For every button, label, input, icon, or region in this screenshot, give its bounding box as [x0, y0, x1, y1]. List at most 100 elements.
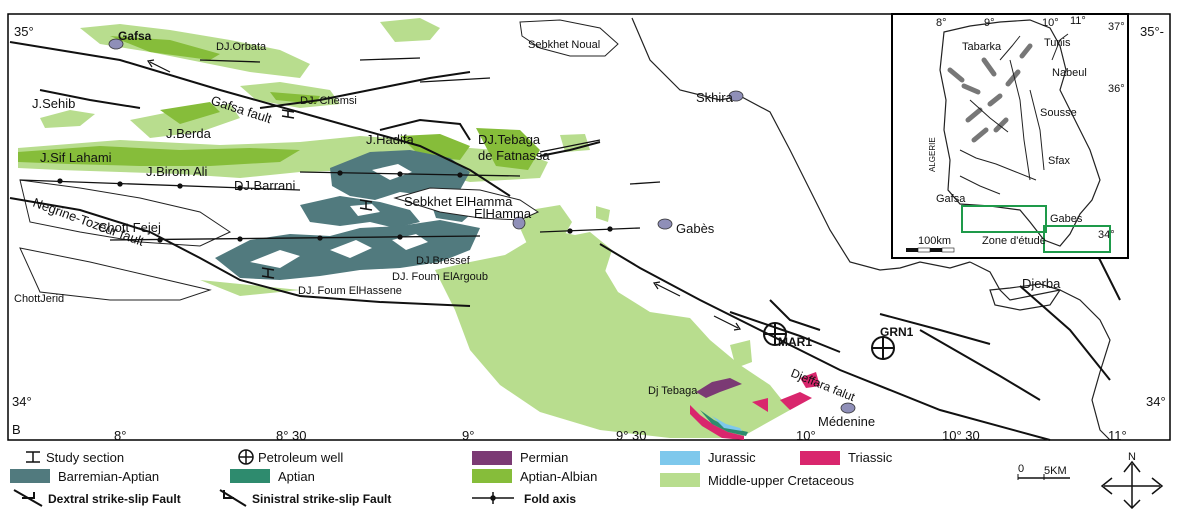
- inset-lon-8: 8°: [936, 17, 947, 29]
- label-chott-jerid: ChottJerid: [14, 293, 64, 305]
- label-gafsa: Gafsa: [118, 29, 152, 43]
- label-dj-tebaga: Dj Tebaga: [648, 385, 698, 397]
- towns: [108, 38, 856, 414]
- lon-label-9: 9°: [462, 428, 474, 443]
- inset-zone: Zone d'étude: [982, 235, 1046, 247]
- legend-aptian-swatch: [230, 469, 270, 483]
- lat-label-35-right: 35°-: [1140, 24, 1164, 39]
- fold-axes: [19, 57, 661, 243]
- legend-jurassic-label: Jurassic: [708, 450, 756, 465]
- legend-fold-axis-label: Fold axis: [524, 492, 576, 506]
- inset-nabeul: Nabeul: [1052, 67, 1087, 79]
- fault-south: [769, 299, 821, 331]
- petroleum-well-mar1: [763, 322, 787, 346]
- fault-hadifa: [379, 118, 471, 141]
- label-djerba: Djerba: [1022, 276, 1061, 291]
- petroleum-well-grn1: [871, 336, 895, 360]
- legend-barremian-aptian-swatch: [10, 469, 50, 483]
- label-chott-fejej: Chott Fejej: [98, 220, 161, 235]
- cretaceous-sehib: [40, 110, 95, 128]
- elhamma-marker: [512, 216, 526, 230]
- label-gabes: Gabès: [676, 221, 715, 236]
- lon-label-8-30: 8° 30: [276, 428, 307, 443]
- lat-label-34-right: 34°: [1146, 394, 1166, 409]
- label-sif-lahami: J.Sif Lahami: [40, 150, 112, 165]
- label-foum-elargoub: DJ. Foum ElArgoub: [392, 271, 488, 283]
- scale-zero-label: 0: [1018, 463, 1024, 475]
- lon-label-9-30: 9° 30: [616, 428, 647, 443]
- legend-petroleum-well-icon: [238, 449, 254, 465]
- legend-aptian-label: Aptian: [278, 469, 315, 484]
- label-sehib: J.Sehib: [32, 96, 75, 111]
- lon-label-11: 11°: [1108, 428, 1127, 443]
- negrine-tozeur-fault: [9, 197, 471, 307]
- legend-aptian-albian-swatch: [472, 469, 512, 483]
- gafsa-marker: [108, 38, 124, 50]
- inset-study-box-west: [961, 205, 1047, 233]
- lon-label-10: 10°: [796, 428, 816, 443]
- legend-study-section-label: Study section: [46, 450, 124, 465]
- aptian-albian-band: [18, 146, 300, 166]
- inset-lat-34: 34°: [1098, 229, 1115, 241]
- fault-chemsi: [259, 71, 471, 109]
- legend-scale-bar: 0 5KM: [1017, 463, 1070, 480]
- inset-sousse: Sousse: [1040, 107, 1077, 119]
- chott-jerid-outline: [19, 247, 212, 301]
- fault-sehib: [39, 89, 141, 109]
- aptian-albian-berda: [160, 102, 220, 124]
- label-foum-elhassene: DJ. Foum ElHassene: [298, 285, 402, 297]
- djerba-island: [989, 283, 1061, 311]
- legend: Study section Petroleum well Permian Jur…: [10, 449, 1164, 509]
- legend-sinistral-fault-icon: [219, 489, 247, 507]
- fault-grn1: [879, 313, 991, 345]
- fault-mar1: [729, 311, 841, 353]
- fault-east: [919, 329, 1041, 401]
- cretaceous-patch-3: [596, 206, 610, 222]
- scale-five-label: 5KM: [1044, 465, 1067, 477]
- legend-sinistral-fault-label: Sinistral strike-slip Fault: [252, 492, 391, 506]
- inset-gafsa: Gafsa: [936, 193, 966, 205]
- label-orbata: DJ.Orbata: [216, 41, 267, 53]
- faults: [9, 41, 1121, 441]
- aptian-albian-orbata: [110, 36, 220, 60]
- cretaceous-ne: [380, 18, 440, 42]
- permian-triassic-outcrops: [690, 372, 820, 440]
- gabes-marker: [657, 218, 673, 230]
- label-skhira: Skhira: [696, 90, 734, 105]
- inset-gabes: Gabes: [1050, 213, 1083, 225]
- label-biram-ali: J.Birom Ali: [146, 164, 208, 179]
- inset-tunis: Tunis: [1044, 37, 1071, 49]
- study-section-markers: [261, 109, 373, 279]
- legend-barremian-aptian-label: Barremian-Aptian: [58, 469, 159, 484]
- label-barrani: DJ.Barrani: [234, 178, 296, 193]
- label-sebkhet-elhamma: Sebkhet ElHamma: [404, 194, 513, 209]
- cretaceous-south-strip: [200, 280, 300, 296]
- white-inliers: [250, 164, 428, 268]
- north-label: N: [1128, 451, 1136, 463]
- skhira-marker: [728, 90, 744, 102]
- inset-map: 8° 9° 10° 11° 37° 36° 34° Tabarka Tunis …: [891, 13, 1129, 259]
- label-grn1: GRN1: [880, 325, 914, 339]
- inset-lon-9: 9°: [984, 17, 995, 29]
- gafsa-fault: [9, 41, 511, 197]
- legend-permian-label: Permian: [520, 450, 568, 465]
- lat-label-35: 35°: [14, 24, 34, 39]
- lon-label-8: 8°: [114, 428, 126, 443]
- legend-triassic-swatch: [800, 451, 840, 465]
- djeffara-fault: [599, 243, 1051, 441]
- legend-triassic-label: Triassic: [848, 450, 893, 465]
- fault-djerba: [1019, 285, 1111, 381]
- legend-petroleum-well-label: Petroleum well: [258, 450, 343, 465]
- label-medenine: Médenine: [818, 414, 875, 429]
- sebkhet-elhamma-outline: [393, 187, 540, 221]
- legend-jurassic-swatch: [660, 451, 700, 465]
- inset-lon-11: 11°: [1070, 15, 1086, 27]
- cretaceous-patch-4: [730, 340, 752, 368]
- aptian-albian-tebaga: [476, 128, 540, 170]
- inset-lon-10: 10°: [1042, 17, 1059, 29]
- coastline: [631, 17, 1111, 441]
- aptian-albian-outcrops: [18, 36, 540, 170]
- sebkhet-noual-outline: [519, 19, 619, 57]
- label-chemsi: DJ. Chemsi: [300, 95, 357, 107]
- inset-lat-36: 36°: [1108, 83, 1125, 95]
